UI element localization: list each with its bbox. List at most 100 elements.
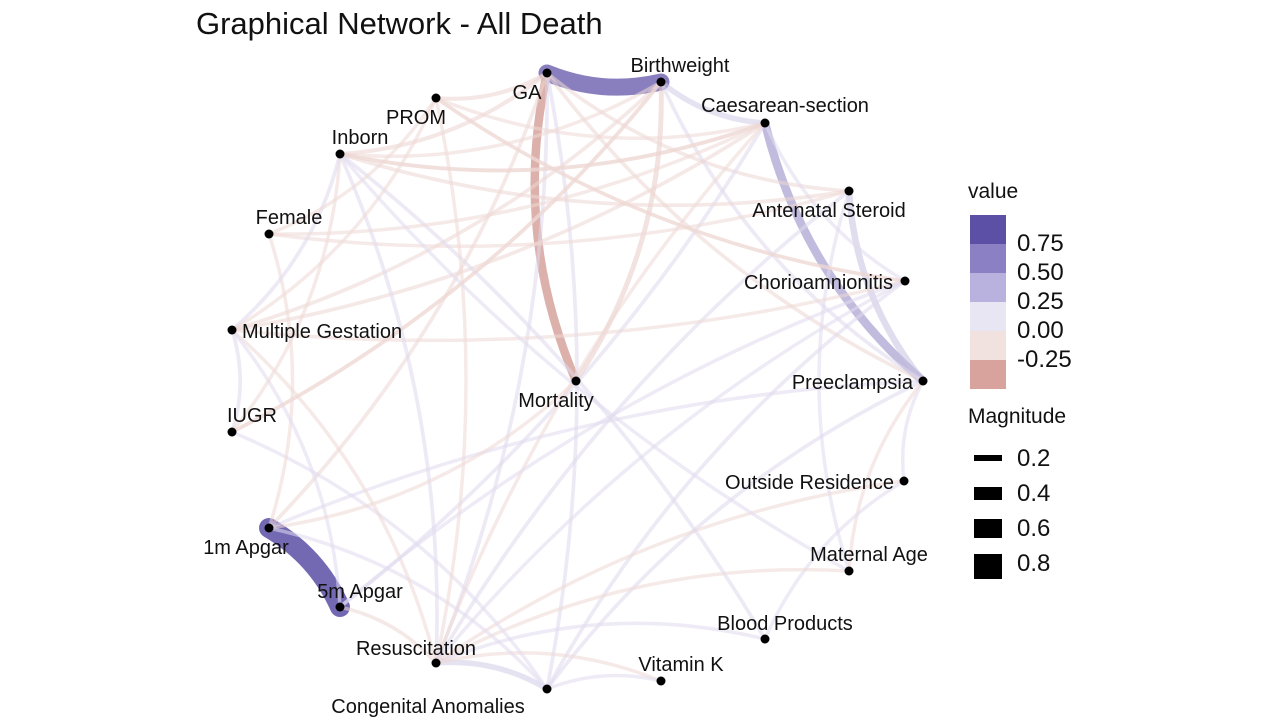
edge-fe-cs xyxy=(267,121,767,236)
color-label-2: 0.25 xyxy=(1017,288,1064,315)
node-a5 xyxy=(335,602,345,612)
node-label-ch: Chorioamnionitis xyxy=(744,272,893,294)
size-label-0: 0.2 xyxy=(1017,445,1051,472)
edge-ch-ca xyxy=(545,279,907,691)
node-label-cs: Caesarean-section xyxy=(701,95,869,117)
edge-iu-bw xyxy=(230,80,663,434)
edge-ib-ma xyxy=(338,152,851,573)
edge-iu-mg xyxy=(230,328,242,434)
node-label-vk: Vitamin K xyxy=(638,654,724,676)
edge-bp-rs xyxy=(434,621,767,665)
label-layer: GA BirthweightCaesarean-sectionAntenatal … xyxy=(203,55,928,718)
edge-a1-a5 xyxy=(259,518,350,617)
node-label-a5: 5m Apgar xyxy=(317,581,403,603)
node-rs xyxy=(431,658,441,668)
edge-ga-a1 xyxy=(267,71,549,530)
node-a1 xyxy=(264,523,274,533)
edge-rs-a5 xyxy=(338,605,438,665)
node-label-ga: GA xyxy=(513,82,543,104)
node-ib xyxy=(335,149,345,159)
edge-pe-a1 xyxy=(267,379,925,530)
color-swatch-4 xyxy=(970,331,1006,360)
edge-pr-ch xyxy=(434,96,907,283)
node-vk xyxy=(656,676,666,686)
node-ca xyxy=(542,684,552,694)
size-legend-title: Magnitude xyxy=(968,405,1067,428)
color-swatch-5 xyxy=(970,360,1006,389)
node-ga xyxy=(542,68,552,78)
node-label-pe: Preeclampsia xyxy=(792,372,914,394)
edge-rs-ib xyxy=(338,152,439,665)
legend: value 0.75 0.50 0.25 0.00 -0.25 Magnitud… xyxy=(968,180,1118,600)
edge-pe-or xyxy=(900,379,925,483)
color-label-1: 0.50 xyxy=(1017,259,1064,286)
node-label-pr: PROM xyxy=(386,107,446,129)
node-ch xyxy=(900,276,910,286)
edge-ma-rs xyxy=(434,567,851,665)
edge-ga-mo xyxy=(530,68,581,386)
color-label-4: -0.25 xyxy=(1017,346,1072,373)
edge-bw-pe xyxy=(659,80,925,383)
node-label-mg: Multiple Gestation xyxy=(242,321,402,343)
node-ma xyxy=(844,566,854,576)
size-key-3 xyxy=(974,554,1002,579)
edge-pe-ca xyxy=(545,379,925,691)
chart-title: Graphical Network - All Death xyxy=(196,6,603,41)
node-pr xyxy=(431,93,441,103)
node-label-ca: Congenital Anomalies xyxy=(331,696,524,718)
edge-as-ib xyxy=(338,152,851,208)
size-key-1 xyxy=(974,487,1002,500)
node-mg xyxy=(227,325,237,335)
size-label-1: 0.4 xyxy=(1017,480,1051,507)
color-swatch-1 xyxy=(970,244,1006,273)
size-label-2: 0.6 xyxy=(1017,515,1051,542)
edge-or-rs xyxy=(434,479,906,665)
edge-iu-ib xyxy=(230,152,342,434)
edge-a1-mo xyxy=(267,379,578,530)
node-label-iu: IUGR xyxy=(227,405,277,427)
edge-pr-cs xyxy=(434,96,767,141)
node-label-rs: Resuscitation xyxy=(356,638,476,660)
node-label-or: Outside Residence xyxy=(725,472,894,494)
edge-bw-mg xyxy=(230,80,663,332)
size-key-0 xyxy=(974,455,1002,461)
node-label-bw: Birthweight xyxy=(631,55,730,77)
node-label-mo: Mortality xyxy=(518,390,594,412)
edge-a1-fe xyxy=(267,232,295,530)
node-cs xyxy=(760,118,770,128)
size-key-2 xyxy=(974,519,1002,538)
node-label-as: Antenatal Steroid xyxy=(752,200,905,222)
node-or xyxy=(899,476,909,486)
edge-as-fe xyxy=(267,189,851,249)
color-label-3: 0.00 xyxy=(1017,317,1064,344)
edge-cs-mg xyxy=(230,121,767,332)
edge-ch-rs xyxy=(434,279,907,665)
node-label-fe: Female xyxy=(256,207,323,229)
color-swatch-0 xyxy=(970,215,1006,244)
edge-a5-ch xyxy=(338,279,907,609)
edge-as-ma xyxy=(817,189,851,573)
size-label-3: 0.8 xyxy=(1017,550,1051,577)
edge-mg-ib xyxy=(230,152,342,332)
node-label-bp: Blood Products xyxy=(717,613,853,635)
edge-or-bp xyxy=(763,479,906,641)
color-swatch-2 xyxy=(970,273,1006,302)
edge-pe-ma xyxy=(847,379,925,573)
node-label-a1: 1m Apgar xyxy=(203,537,289,559)
edge-ga-pe xyxy=(545,71,925,383)
node-label-ib: Inborn xyxy=(332,127,389,149)
edge-cs-pe xyxy=(760,118,928,386)
edge-a5-mg xyxy=(230,328,342,609)
edge-vk-rs xyxy=(434,651,663,683)
node-mo xyxy=(571,376,581,386)
edge-ga-pr xyxy=(433,70,550,101)
edge-ga-ib xyxy=(337,70,550,157)
edge-bw-cs xyxy=(658,79,768,126)
node-bp xyxy=(760,634,770,644)
edge-ga-rs xyxy=(434,71,549,665)
color-legend-title: value xyxy=(968,180,1019,203)
edge-ga-bw xyxy=(538,64,670,96)
edge-bw-mo xyxy=(573,79,664,384)
edge-as-rs xyxy=(434,189,851,665)
node-bw xyxy=(656,77,666,87)
